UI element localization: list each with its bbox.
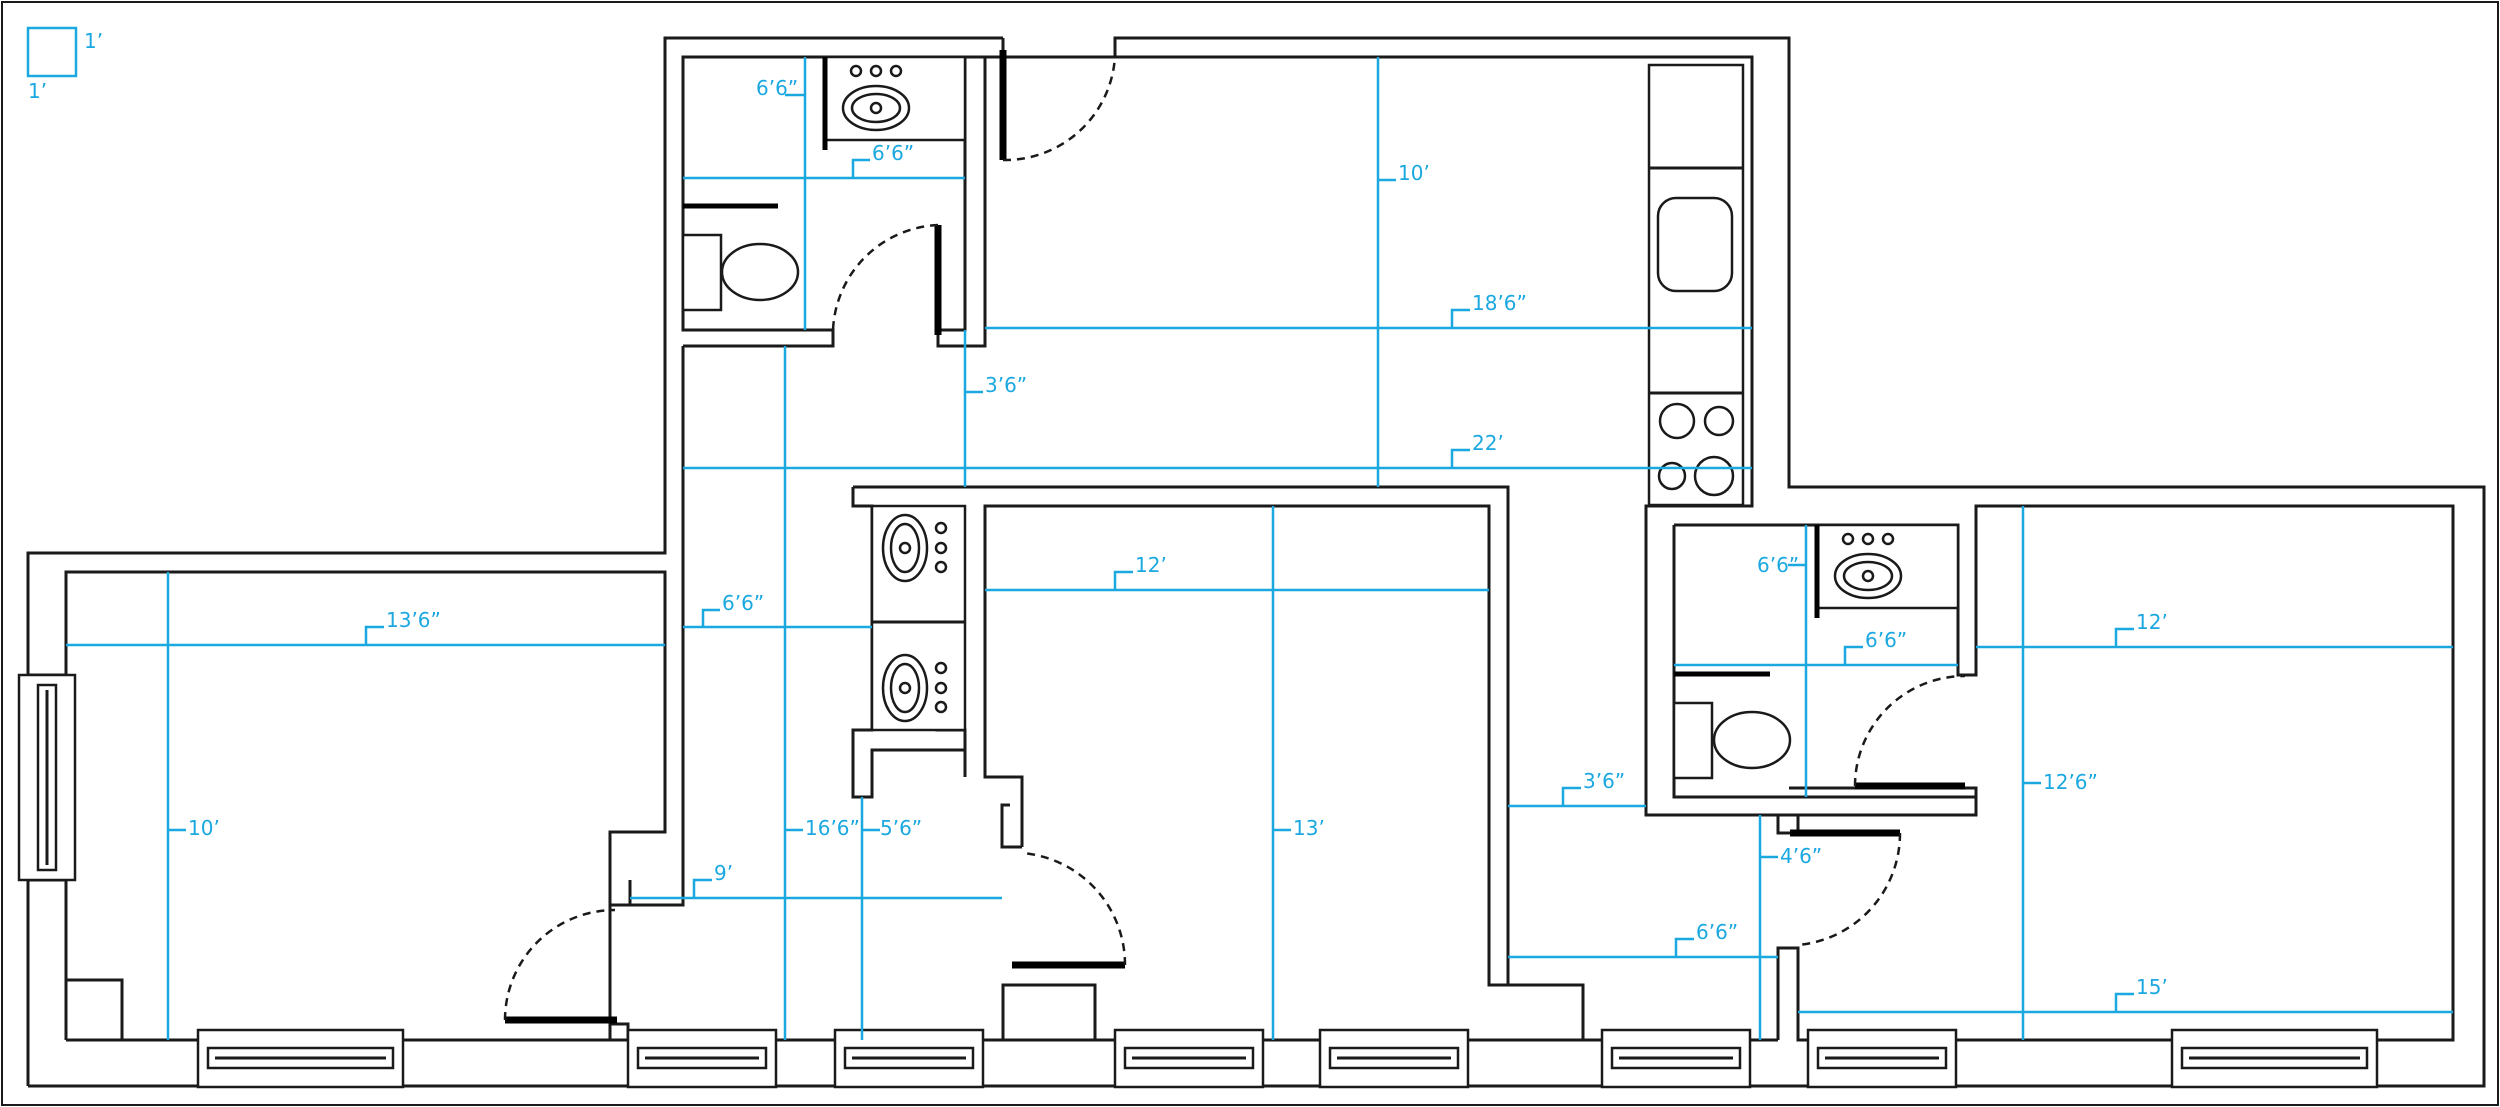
door-entry-top	[999, 50, 1117, 162]
hall-vanity	[870, 504, 967, 732]
dim-kitchen-height: 10’	[1398, 161, 1430, 185]
legend-width-label: 1’	[84, 29, 103, 53]
dim-bedroom-right-width: 12’	[2136, 610, 2168, 634]
dim-bedroom-right-height: 12’6”	[2043, 770, 2098, 794]
window-bottom-1	[196, 1028, 405, 1089]
scale-legend: 1’ 1’	[26, 26, 103, 103]
toilet-bath1	[681, 203, 800, 312]
windows	[17, 673, 2379, 1089]
dim-passage-depth: 4’6”	[1780, 844, 1822, 868]
dim-kitchen-length: 18’6”	[1472, 291, 1527, 315]
window-bottom-7	[1806, 1028, 1958, 1089]
window-bottom-8	[2170, 1028, 2379, 1089]
dim-hall-long: 22’	[1472, 431, 1504, 455]
sink-bath1	[822, 55, 967, 150]
door-bedroom-center	[1012, 851, 1127, 969]
dim-passage-width: 3’6”	[1583, 769, 1625, 793]
door-bedroom-left	[503, 908, 617, 1024]
walls	[26, 36, 2486, 1088]
door-bath2	[1853, 674, 1966, 790]
door-bedroom-right	[1790, 829, 1902, 947]
dim-bedroom-left-height: 10’	[188, 816, 220, 840]
window-bottom-3	[833, 1028, 985, 1089]
fixtures	[681, 55, 1960, 780]
dim-hall-short: 3’6”	[985, 373, 1027, 397]
window-bottom-6	[1600, 1028, 1752, 1089]
window-bottom-4	[1113, 1028, 1265, 1089]
door-bath1	[831, 223, 942, 335]
dimension-labels: 6’6” 6’6” 10’ 18’6” 3’6” 22’ 12’ 13’6” 6…	[188, 76, 2168, 999]
dim-living-width: 15’	[2136, 975, 2168, 999]
dim-bath1-width: 6’6”	[872, 141, 914, 165]
dim-entry-width: 9’	[714, 861, 733, 885]
dim-hall-width: 6’6”	[722, 591, 764, 615]
dim-bath2-height: 6’6”	[1757, 553, 1799, 577]
dim-bedroom-left-width: 13’6”	[386, 608, 441, 632]
dimension-lines	[66, 57, 2453, 1040]
dim-passage-length: 6’6”	[1696, 920, 1738, 944]
window-left	[17, 673, 77, 882]
sink-bath2	[1814, 523, 1960, 618]
dim-bath2-width: 6’6”	[1865, 628, 1907, 652]
window-bottom-5	[1318, 1028, 1470, 1089]
window-bottom-2	[626, 1028, 778, 1089]
dim-bedroom-center-height: 13’	[1293, 816, 1325, 840]
toilet-bath2	[1672, 671, 1792, 780]
legend-height-label: 1’	[28, 79, 47, 103]
dim-hall-length: 16’6”	[805, 816, 860, 840]
dim-bedroom-center-width: 12’	[1135, 553, 1167, 577]
dim-entry-depth: 5’6”	[880, 816, 922, 840]
dim-bath1-height: 6’6”	[756, 76, 798, 100]
kitchen-counter	[1647, 63, 1745, 507]
doors	[503, 50, 1966, 1024]
